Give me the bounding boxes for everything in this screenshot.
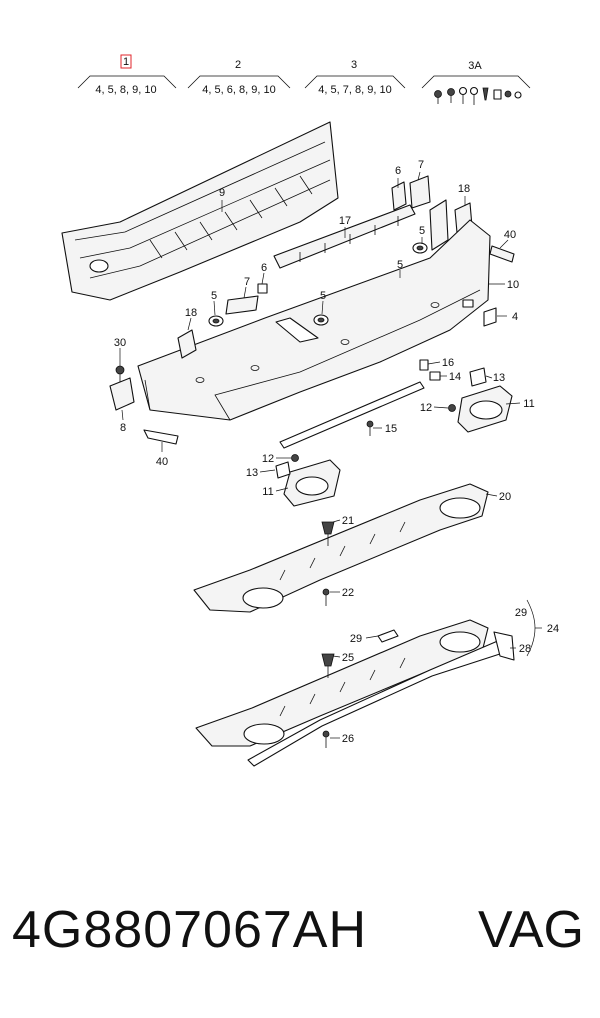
group-2-id: 2 — [235, 59, 241, 71]
group-3-id: 3 — [351, 59, 357, 71]
clip-5-d — [313, 314, 329, 326]
callout-20: 20 — [499, 491, 511, 503]
bracket-18-top — [429, 199, 449, 251]
callout-11: 11 — [523, 398, 534, 410]
group-3a-id: 3A — [468, 60, 482, 72]
callout-labels: 9 17 6 7 18 5 40 10 5 4 7 6 5 5 18 30 8 … — [114, 159, 559, 745]
clip-16 — [419, 359, 429, 371]
bracket-18-mid — [177, 329, 197, 359]
strip-mid — [275, 317, 319, 343]
tailpipe-frame-right — [457, 385, 513, 433]
bracket-8 — [109, 377, 135, 411]
bracket-13-left — [275, 461, 291, 479]
callout-40: 40 — [156, 456, 168, 468]
callout-11: 11 — [262, 486, 273, 498]
impact-beam-part — [61, 121, 339, 301]
fastener-set-icon — [434, 86, 522, 105]
screw-12-right — [448, 404, 456, 412]
callout-29: 29 — [350, 633, 362, 645]
clip-5-a — [412, 242, 428, 254]
callout-5: 5 — [397, 259, 403, 271]
callout-28: 28 — [519, 643, 531, 655]
callout-24: 24 — [547, 623, 559, 635]
diffuser-20 — [193, 483, 489, 613]
part-number: 4G8807067AH — [12, 901, 368, 959]
trim-strip-15 — [279, 381, 425, 449]
bracket-13-right — [469, 367, 487, 387]
bracket-40-top — [489, 245, 515, 263]
group-2-items: 4, 5, 6, 8, 9, 10 — [202, 84, 275, 96]
brand-name: VAG — [478, 901, 584, 959]
callout-22: 22 — [342, 587, 354, 599]
callout-16: 16 — [442, 357, 454, 369]
screw-12-left — [291, 454, 299, 462]
callout-7: 7 — [418, 159, 424, 171]
bracket-7-top — [409, 175, 431, 209]
clip-14 — [429, 371, 441, 381]
callout-29: 29 — [515, 607, 527, 619]
callout-7: 7 — [244, 276, 250, 288]
callout-12: 12 — [262, 453, 274, 465]
callout-6: 6 — [261, 262, 267, 274]
tailpipe-frame-left — [283, 459, 341, 507]
callout-40: 40 — [504, 229, 516, 241]
callout-5: 5 — [419, 225, 425, 237]
bracket-6-top — [391, 181, 407, 211]
diffuser-24 — [195, 619, 489, 747]
guide-strip-part — [273, 204, 416, 269]
callout-10: 10 — [507, 279, 519, 291]
callout-5: 5 — [320, 290, 326, 302]
callout-12: 12 — [420, 402, 432, 414]
callout-6: 6 — [395, 165, 401, 177]
group-header-2: 2 4, 5, 6, 8, 9, 10 — [187, 59, 291, 96]
clip-21 — [321, 521, 335, 546]
group-1-id: 1 — [123, 56, 129, 68]
parts-diagram: 1 4, 5, 8, 9, 10 2 4, 5, 6, 8, 9, 10 3 4… — [61, 54, 559, 767]
callout-25: 25 — [342, 652, 354, 664]
callout-21: 21 — [342, 515, 354, 527]
callout-18: 18 — [458, 183, 470, 195]
strip-40-bottom — [143, 429, 179, 445]
screw-26 — [322, 730, 330, 748]
callout-18: 18 — [185, 307, 197, 319]
group-header-1: 1 4, 5, 8, 9, 10 — [77, 54, 177, 96]
callout-5: 5 — [211, 290, 217, 302]
callout-17: 17 — [339, 215, 351, 227]
callout-4: 4 — [512, 311, 518, 323]
cap-4 — [483, 307, 497, 327]
callout-30: 30 — [114, 337, 126, 349]
callout-13: 13 — [493, 372, 505, 384]
group-1-highlight-box — [120, 54, 132, 69]
bracket-7-mid — [225, 295, 259, 315]
insert-29-top — [493, 631, 515, 661]
clip-25 — [321, 653, 335, 678]
group-header-3: 3 4, 5, 7, 8, 9, 10 — [304, 59, 406, 96]
group-3-items: 4, 5, 7, 8, 9, 10 — [318, 84, 391, 96]
clip-6-mid — [257, 283, 268, 294]
clip-5-c — [208, 315, 224, 327]
insert-29-mid — [377, 629, 399, 643]
callout-14: 14 — [449, 371, 461, 383]
screw-22 — [322, 588, 330, 606]
group-1-items: 4, 5, 8, 9, 10 — [95, 84, 156, 96]
callout-8: 8 — [120, 422, 126, 434]
callout-9: 9 — [219, 187, 225, 199]
group-header-3a: 3A — [421, 60, 531, 105]
leader-lines — [119, 171, 542, 739]
callout-13: 13 — [246, 467, 258, 479]
callout-26: 26 — [342, 733, 354, 745]
screw-15 — [366, 420, 374, 436]
callout-15: 15 — [385, 423, 397, 435]
